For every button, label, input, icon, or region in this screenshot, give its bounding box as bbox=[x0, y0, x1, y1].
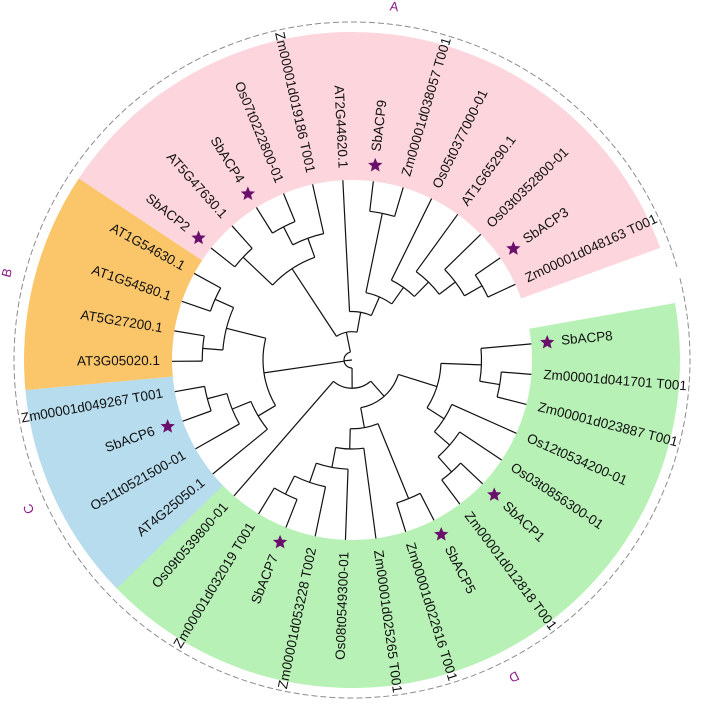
branch-segment bbox=[438, 281, 456, 295]
branch-segment bbox=[331, 447, 337, 468]
tree-branches bbox=[172, 180, 532, 540]
branch-arc bbox=[444, 269, 465, 297]
star-marker-icon bbox=[191, 230, 206, 245]
branch-segment bbox=[440, 362, 482, 366]
branch-segment bbox=[349, 428, 351, 449]
branch-segment bbox=[390, 198, 433, 281]
branch-segment bbox=[460, 462, 484, 485]
branch-segment bbox=[437, 456, 453, 473]
branch-segment bbox=[226, 327, 266, 339]
branch-segment bbox=[258, 487, 275, 515]
branch-segment bbox=[479, 380, 500, 386]
branch-segment bbox=[370, 380, 385, 397]
branch-segment bbox=[174, 330, 205, 337]
branch-segment bbox=[263, 360, 345, 374]
branch-segment bbox=[214, 298, 234, 309]
clade-label-b: B bbox=[0, 267, 15, 279]
branch-arc bbox=[234, 247, 253, 268]
branch-segment bbox=[307, 238, 316, 258]
leaf-label: SbACP8 bbox=[560, 328, 613, 348]
branch-segment bbox=[464, 285, 483, 297]
root-branch bbox=[343, 359, 353, 362]
branch-segment bbox=[451, 403, 517, 434]
branch-segment bbox=[212, 428, 268, 475]
branch-segment bbox=[257, 405, 276, 417]
star-marker-icon bbox=[368, 157, 383, 172]
branch-segment bbox=[441, 479, 461, 505]
branch-segment bbox=[284, 475, 295, 495]
branch-segment bbox=[242, 256, 273, 286]
branch-segment bbox=[345, 332, 351, 353]
branch-segment bbox=[480, 343, 532, 349]
branch-segment bbox=[363, 448, 377, 539]
branch-segment bbox=[369, 181, 374, 212]
branch-segment bbox=[312, 184, 325, 234]
branch-segment bbox=[202, 347, 223, 351]
branch-segment bbox=[282, 193, 296, 222]
branch-arc bbox=[294, 475, 326, 488]
branch-segment bbox=[396, 502, 407, 532]
branch-segment bbox=[195, 423, 240, 450]
branch-segment bbox=[210, 247, 236, 268]
branch-segment bbox=[365, 213, 383, 293]
leaf-label: SbACP9 bbox=[369, 99, 390, 152]
star-marker-icon bbox=[434, 527, 449, 541]
leaf-label: AT2G44620.1 bbox=[331, 85, 350, 169]
branch-segment bbox=[370, 296, 380, 316]
branch-segment bbox=[459, 431, 502, 461]
branch-segment bbox=[377, 423, 410, 499]
branch-segment bbox=[398, 373, 438, 388]
outer-dashed-arc-path bbox=[13, 21, 691, 699]
star-marker-icon bbox=[540, 334, 555, 349]
branch-segment bbox=[231, 225, 253, 249]
branch-segment bbox=[415, 213, 459, 272]
outer-dashed-arc bbox=[13, 21, 691, 699]
leaf-label: Os08t0549300-01 bbox=[333, 552, 352, 661]
branch-arc bbox=[272, 256, 315, 286]
branch-segment bbox=[342, 180, 351, 312]
branch-segment bbox=[309, 463, 317, 483]
star-marker-icon bbox=[160, 419, 175, 433]
branch-segment bbox=[434, 431, 451, 446]
branch-arc bbox=[369, 210, 395, 218]
branch-segment bbox=[174, 385, 205, 393]
star-marker-icon bbox=[272, 534, 288, 549]
branch-segment bbox=[255, 207, 273, 234]
branch-segment bbox=[344, 469, 349, 540]
branch-segment bbox=[419, 493, 435, 521]
branch-segment bbox=[207, 392, 228, 400]
branch-segment bbox=[182, 410, 212, 422]
branch-arc bbox=[391, 279, 415, 297]
branch-segment bbox=[233, 380, 334, 497]
branch-segment bbox=[193, 272, 221, 289]
branch-arc bbox=[209, 287, 222, 312]
clade-label-d: D bbox=[507, 668, 522, 686]
branch-segment bbox=[501, 371, 532, 375]
branch-segment bbox=[360, 407, 365, 428]
leaf-label: AT3G05020.1 bbox=[77, 353, 160, 369]
branch-segment bbox=[413, 281, 429, 297]
branch-segment bbox=[426, 407, 445, 420]
branch-segment bbox=[181, 300, 211, 312]
clade-label-a: A bbox=[389, 0, 400, 14]
branch-segment bbox=[285, 499, 298, 528]
branch-segment bbox=[474, 257, 501, 276]
branch-segment bbox=[231, 400, 252, 410]
branch-segment bbox=[444, 233, 482, 270]
branch-segment bbox=[314, 486, 327, 537]
branch-segment bbox=[391, 287, 405, 305]
branch-segment bbox=[282, 226, 294, 246]
branch-segment bbox=[356, 312, 362, 333]
branch-arc bbox=[474, 274, 489, 298]
branch-segment bbox=[394, 187, 404, 217]
branch-segment bbox=[496, 396, 527, 406]
star-marker-icon bbox=[506, 241, 521, 255]
branch-segment bbox=[291, 268, 337, 337]
star-marker-icon bbox=[487, 487, 502, 501]
clade-label-c: C bbox=[20, 502, 38, 517]
star-marker-icon bbox=[240, 186, 256, 200]
branch-segment bbox=[487, 283, 516, 298]
branch-arc bbox=[496, 371, 502, 398]
